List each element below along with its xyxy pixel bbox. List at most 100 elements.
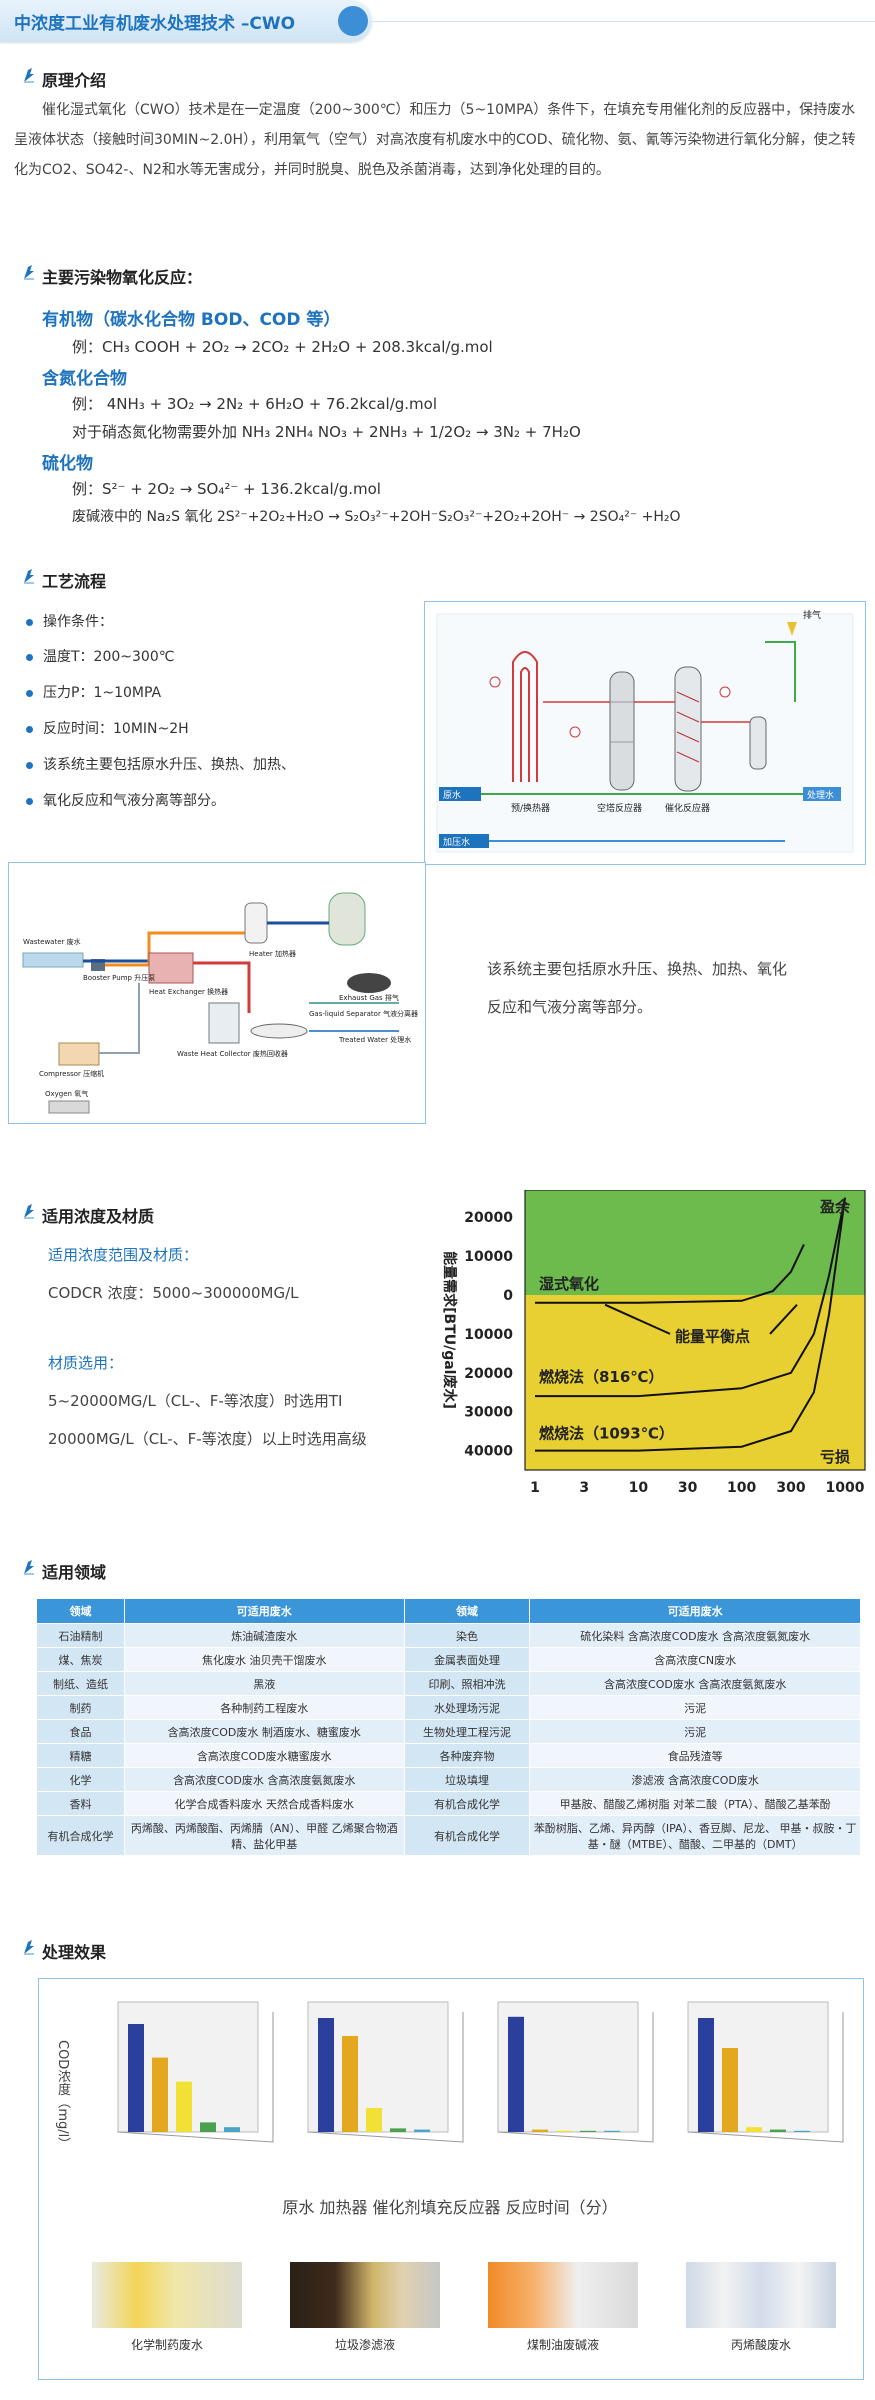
organic-title: 有机物（碳水化合物 BOD、COD 等） [42,310,341,330]
series-label: 燃烧法（1093℃） [539,1425,674,1443]
sulfide-example: 例：S²⁻ + 2O₂ → SO₄²⁻ + 136.2kcal/g.mol [72,480,381,498]
arrow-line [769,1304,798,1335]
mini-chart-bar [152,2057,168,2132]
pen-icon [24,265,34,280]
table-cell: 有机合成化学 [403,1791,531,1816]
pen-icon [24,569,34,584]
table-cell: 苯酚树脂、乙烯、异丙醇（IPA）、香豆脚、尼龙、 甲基・叔胺・丁基・醚（MTBE… [529,1815,861,1856]
y-tick-label: 10000 [464,1249,513,1265]
table-cell: 黑液 [123,1671,405,1696]
pen-icon [24,1204,34,1219]
x-tick-label: 30 [678,1480,698,1496]
divider [372,21,875,22]
photo-caption: 煤制油废碱液 [526,2338,599,2352]
annotation-surplus: 盈余 [819,1198,851,1216]
y-tick-label: 0 [503,1288,513,1304]
series-line [535,1197,846,1398]
process-item: 该系统主要包括原水升压、换热、加热、 [26,754,295,774]
label-air-reactor: 空塔反应器 [597,804,643,814]
label-waste-heat: Waste Heat Collector 废热回收器 [177,1050,288,1058]
x-tick-label: 1000 [826,1480,865,1496]
table-row: 制药各种制药工程废水水处理场污泥污泥 [36,1695,861,1720]
mini-chart-bar [556,2130,572,2132]
range-value: CODCR 浓度：5000~300000MG/L [48,1284,299,1302]
x-tick-label: 3 [579,1480,589,1496]
process-side-text: 反应和气液分离等部分。 [487,998,653,1016]
mini-chart-axis [307,2012,464,2143]
table-row: 制纸、造纸黑液印刷、照相冲洗含高浓度COD废水 含高浓度氨氮废水 [36,1671,861,1696]
mini-chart-bar [770,2129,786,2132]
table-cell: 制纸、造纸 [36,1671,125,1696]
table-header: 可适用废水 [123,1598,405,1624]
label-exhaust: Exhaust Gas 排气 [339,994,399,1002]
photo-landfill [290,2262,440,2328]
table-cell: 含高浓度COD废水 含高浓度氨氮废水 [529,1671,861,1696]
photo-caption: 垃圾渗滤液 [334,2338,395,2352]
y-axis-label: 能量需求[BTU/gal废水] [441,1251,458,1409]
page-title: 中浓度工业有机废水处理技术 –CWO [14,14,296,34]
table-cell: 生物处理工程污泥 [403,1719,531,1744]
label-catalytic-reactor: 催化反应器 [665,804,711,814]
mini-chart-bar [698,2018,714,2132]
label-heater: Heater 加热器 [249,950,297,958]
label-wastewater: Wastewater 废水 [23,938,81,946]
table-cell: 焦化废水 油贝壳干馏废水 [123,1647,405,1672]
banner-decoration [338,6,368,36]
table-header: 领域 [36,1598,125,1624]
mini-chart-bar [414,2129,430,2132]
mini-chart-bar [318,2018,334,2132]
effect-y-label: COD浓度（mg/l） [55,2040,70,2151]
mini-chart-axis [117,2012,274,2143]
mini-chart-bar [224,2127,240,2132]
section-heading-reactions: 主要污染物氧化反应： [42,268,203,287]
material-line-1: 5~20000MG/L（CL-、F-等浓度）时选用TI [48,1392,343,1410]
x-tick-label: 100 [727,1480,756,1496]
range-title: 适用浓度范围及材质： [48,1246,199,1264]
mini-chart-bar [532,2129,548,2132]
y-tick-label: 20000 [464,1210,513,1226]
table-row: 精糖含高浓度COD废水糖蜜废水各种废弃物食品残渣等 [36,1743,861,1768]
arrow-line [604,1303,671,1335]
table-cell: 有机合成化学 [36,1815,125,1856]
annotation-balance: 能量平衡点 [675,1328,750,1346]
x-tick-label: 300 [776,1480,805,1496]
nitrogen-note: 对于硝态氮化物需要外加 NH₃ 2NH₄ NO₃ + 2NH₃ + 1/2O₂ … [72,423,581,441]
table-row: 煤、焦炭焦化废水 油贝壳干馏废水金属表面处理含高浓度CN废水 [36,1647,861,1672]
series-line [535,1243,805,1304]
pen-icon [24,68,34,83]
photo-chemical-pharma [92,2262,242,2328]
material-title: 材质选用： [48,1354,124,1372]
y-tick-label: 30000 [464,1405,513,1421]
table-row: 食品含高浓度COD废水 制酒废水、糖蜜废水生物处理工程污泥污泥 [36,1719,861,1744]
label-feed: 加压水 [443,838,471,848]
table-cell: 污泥 [529,1719,861,1744]
table-header: 可适用废水 [529,1598,861,1624]
header-banner [0,0,372,42]
table-cell: 丙烯酸、丙烯酸酯、丙烯腈（AN）、甲醛 乙烯聚合物酒精、盐化甲基 [123,1815,405,1856]
label-raw-water: 原水 [443,791,462,801]
table-cell: 煤、焦炭 [36,1647,125,1672]
table-cell: 香料 [36,1791,125,1816]
pen-icon [24,1940,34,1955]
table-row: 化学含高浓度COD废水 含高浓度氨氮废水垃圾填埋渗滤液 含高浓度COD废水 [36,1767,861,1792]
label-treated: 处理水 [807,791,835,801]
table-row: 有机合成化学丙烯酸、丙烯酸酯、丙烯腈（AN）、甲醛 乙烯聚合物酒精、盐化甲基有机… [36,1815,861,1856]
table-row: 石油精制炼油碱渣废水染色硫化染料 含高浓度COD废水 含高浓度氨氮废水 [36,1623,861,1648]
x-tick-label: 1 [530,1480,540,1496]
table-cell: 精糖 [36,1743,125,1768]
label-oxygen: Oxygen 氧气 [45,1090,89,1098]
annotation-loss: 亏损 [820,1448,850,1466]
table-cell: 各种废弃物 [403,1743,531,1768]
y-tick-label: 10000 [464,1327,513,1343]
mini-chart-bar [604,2130,620,2132]
table-cell: 含高浓度COD废水 含高浓度氨氮废水 [123,1767,405,1792]
table-cell: 染色 [403,1623,531,1648]
mini-chart-bar [722,2048,738,2132]
process-flow-diagram-2: Wastewater 废水 Booster Pump 升压泵 Heater 加热… [8,862,426,1124]
pen-icon [24,1560,34,1575]
mini-chart-bar [746,2127,762,2132]
nitrogen-example: 例： 4NH₃ + 3O₂ → 2N₂ + 6H₂O + 76.2kcal/g.… [72,395,438,413]
surplus-zone [525,1190,865,1295]
label-heat-exchanger: 预/换热器 [511,804,551,814]
